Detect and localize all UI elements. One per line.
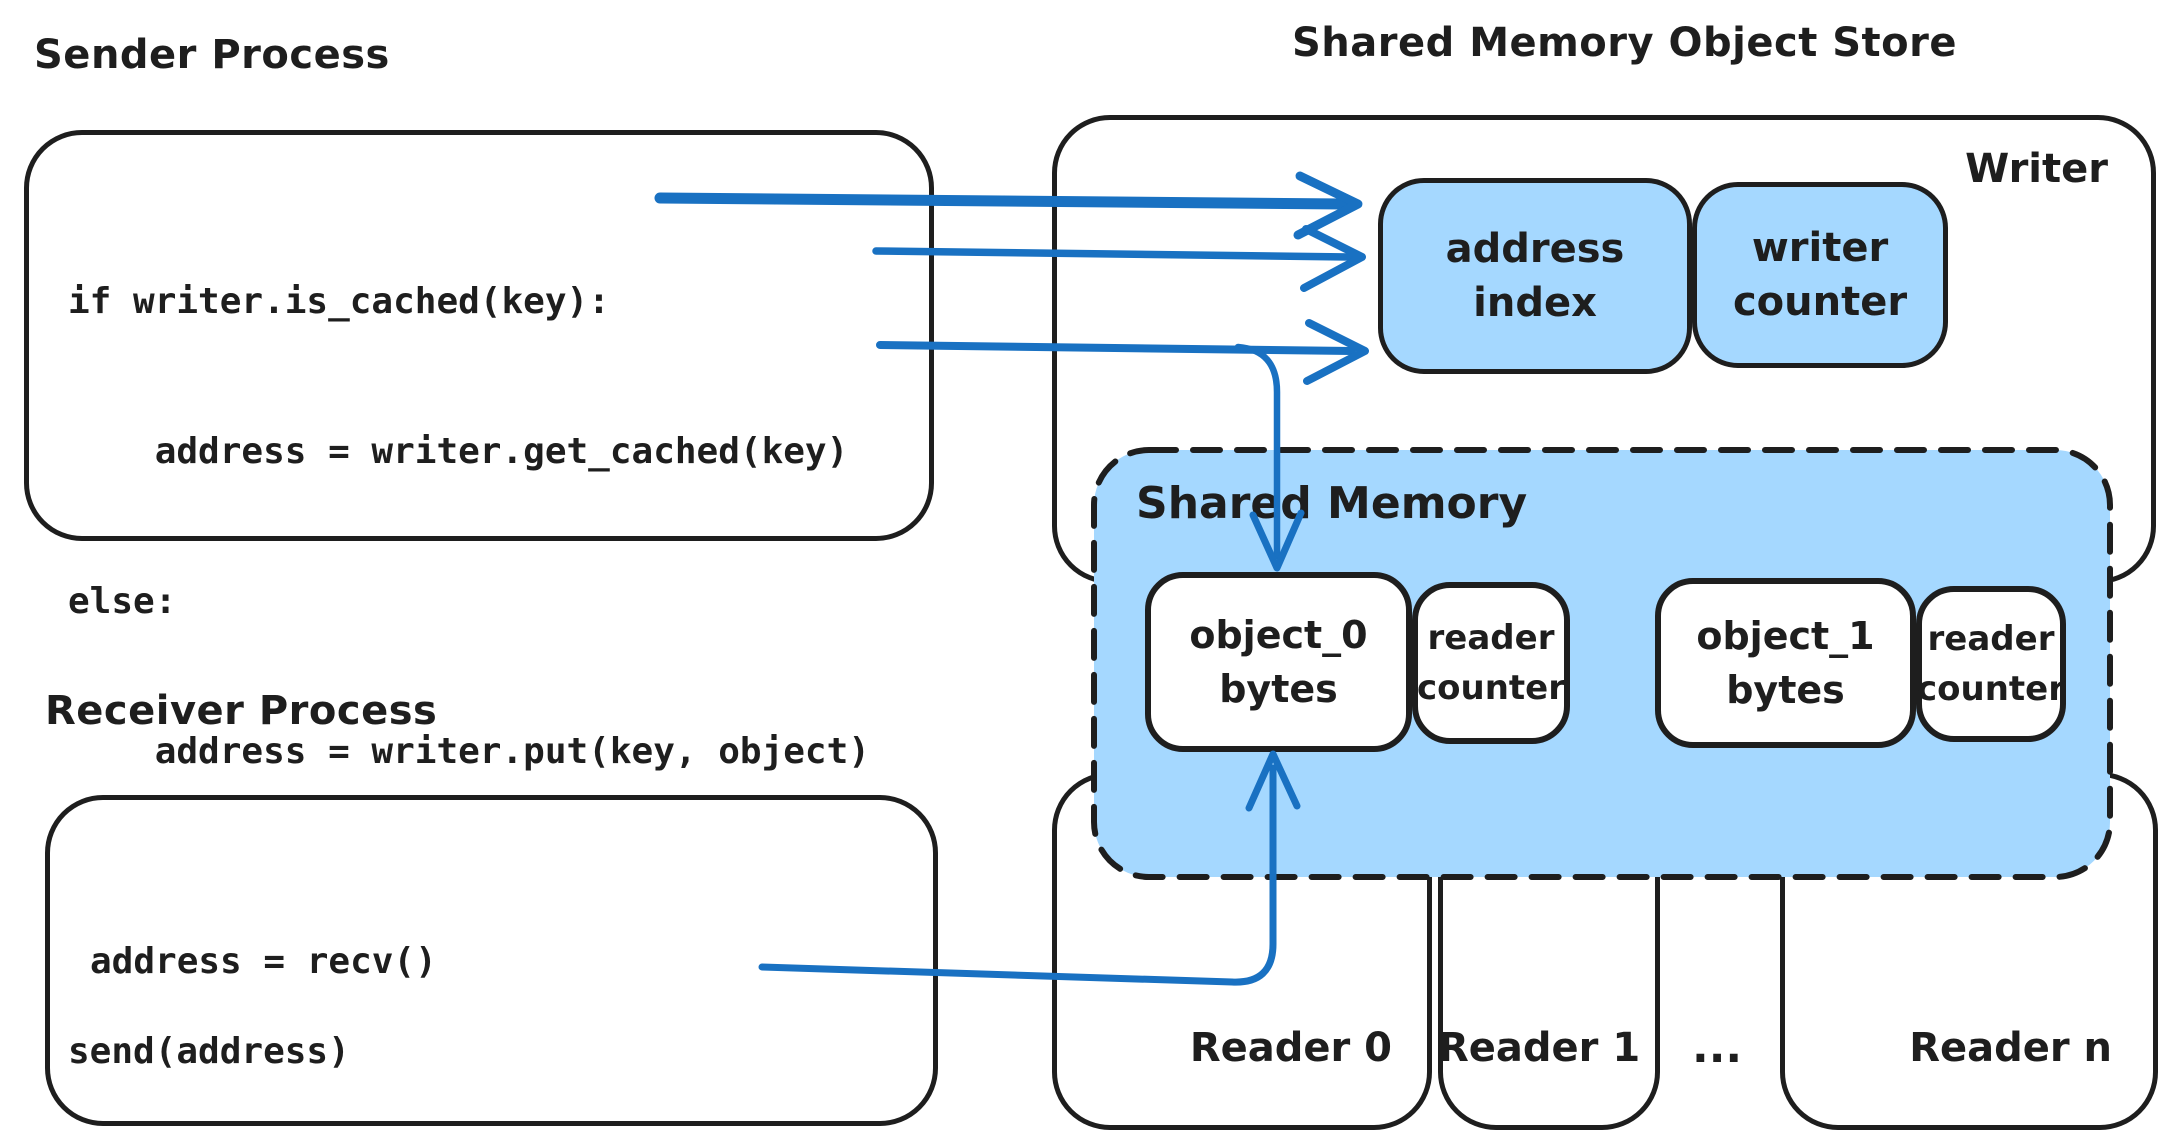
object1-label-line2: bytes — [1726, 668, 1845, 712]
address-index-label-line2: index — [1473, 280, 1597, 326]
object0-label-line2: bytes — [1219, 667, 1338, 711]
reader-counter1-label-line2: counter — [1917, 669, 2066, 709]
code-line — [90, 1087, 740, 1137]
code-line: address = recv() — [90, 941, 437, 982]
address-index-box: address index — [1378, 178, 1692, 374]
code-line: if writer.is_cached(key): — [68, 281, 610, 322]
reader0-box — [1052, 772, 1432, 1130]
reader-counter1-label-line1: reader — [1927, 619, 2055, 659]
object0-box: object_0 bytes — [1145, 572, 1412, 752]
object0-label-line1: object_0 — [1189, 613, 1368, 657]
receiver-code: address = recv() object = reader_0.get(a… — [90, 837, 740, 1145]
code-line: send(address) — [68, 1031, 350, 1072]
object1-box: object_1 bytes — [1655, 578, 1916, 748]
reader-counter1-box: reader counter — [1916, 586, 2066, 742]
code-line: address = writer.put(key, object) — [68, 731, 870, 772]
writer-counter-label-line1: writer — [1751, 225, 1889, 271]
shared-memory-label: Shared Memory — [1136, 478, 1528, 529]
readers-ellipsis: ... — [1692, 1022, 1743, 1073]
reader1-label: Reader 1 — [1438, 1025, 1641, 1071]
receiver-process-title: Receiver Process — [45, 688, 438, 734]
code-line: else: — [68, 581, 177, 622]
reader1-box — [1438, 772, 1660, 1130]
store-title: Shared Memory Object Store — [1292, 20, 1958, 66]
readern-label: Reader n — [1909, 1025, 2112, 1071]
writer-counter-label-line2: counter — [1732, 279, 1908, 325]
object1-label-line1: object_1 — [1696, 614, 1875, 658]
address-index-label-line1: address — [1445, 226, 1625, 272]
sender-process-title: Sender Process — [34, 32, 390, 78]
readern-box — [1780, 772, 2158, 1130]
writer-counter-box: writer counter — [1692, 182, 1948, 368]
reader-counter0-label-line2: counter — [1417, 668, 1566, 708]
reader-counter0-label-line1: reader — [1427, 618, 1555, 658]
writer-label: Writer — [1965, 146, 2108, 192]
reader-counter0-box: reader counter — [1412, 582, 1570, 744]
reader0-label: Reader 0 — [1189, 1025, 1392, 1071]
code-line: address = writer.get_cached(key) — [68, 431, 849, 472]
